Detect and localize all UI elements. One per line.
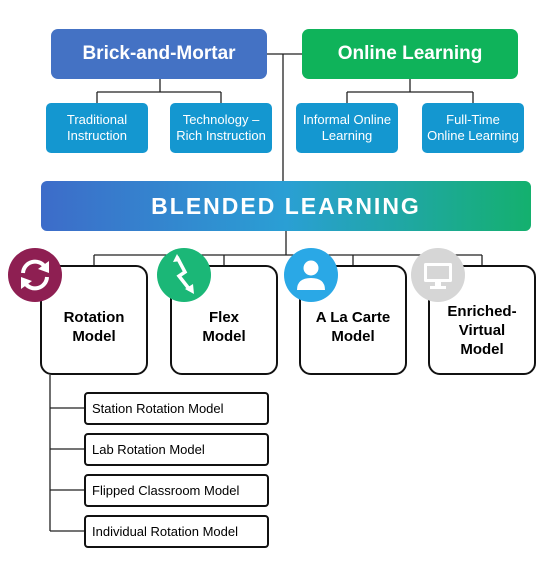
lightning-zigzag-icon bbox=[157, 248, 211, 302]
traditional-instruction-box: Traditional Instruction bbox=[46, 103, 148, 153]
online-learning-label: Online Learning bbox=[337, 43, 483, 64]
informal-online-learning-label: Informal Online Learning bbox=[302, 112, 392, 143]
station-rotation-model-label: Station Rotation Model bbox=[92, 401, 224, 416]
individual-rotation-model-label: Individual Rotation Model bbox=[92, 524, 238, 539]
flex-model-label: Flex Model bbox=[202, 309, 246, 345]
full-time-online-learning-box: Full-Time Online Learning bbox=[422, 103, 524, 153]
rotate-arrows-icon bbox=[8, 248, 62, 302]
brick-and-mortar-label: Brick-and-Mortar bbox=[82, 43, 236, 64]
blended-learning-label: BLENDED LEARNING bbox=[151, 192, 421, 219]
technology-rich-instruction-label: Technology – Rich Instruction bbox=[176, 112, 266, 143]
online-learning-box: Online Learning bbox=[302, 29, 518, 79]
station-rotation-model-box: Station Rotation Model bbox=[84, 392, 269, 425]
monitor-icon bbox=[411, 248, 465, 302]
enriched-virtual-model-label: Enriched- Virtual Model bbox=[447, 302, 517, 358]
brick-and-mortar-box: Brick-and-Mortar bbox=[51, 29, 267, 79]
person-icon bbox=[284, 248, 338, 302]
informal-online-learning-box: Informal Online Learning bbox=[296, 103, 398, 153]
technology-rich-instruction-box: Technology – Rich Instruction bbox=[170, 103, 272, 153]
lab-rotation-model-label: Lab Rotation Model bbox=[92, 442, 205, 457]
blended-learning-banner: BLENDED LEARNING bbox=[41, 181, 531, 231]
flipped-classroom-model-label: Flipped Classroom Model bbox=[92, 483, 240, 498]
flipped-classroom-model-box: Flipped Classroom Model bbox=[84, 474, 269, 507]
a-la-carte-model-label: A La Carte Model bbox=[315, 309, 391, 345]
full-time-online-learning-label: Full-Time Online Learning bbox=[427, 112, 519, 143]
individual-rotation-model-box: Individual Rotation Model bbox=[84, 515, 269, 548]
lab-rotation-model-box: Lab Rotation Model bbox=[84, 433, 269, 466]
traditional-instruction-label: Traditional Instruction bbox=[66, 112, 128, 143]
rotation-model-label: Rotation Model bbox=[63, 309, 125, 345]
